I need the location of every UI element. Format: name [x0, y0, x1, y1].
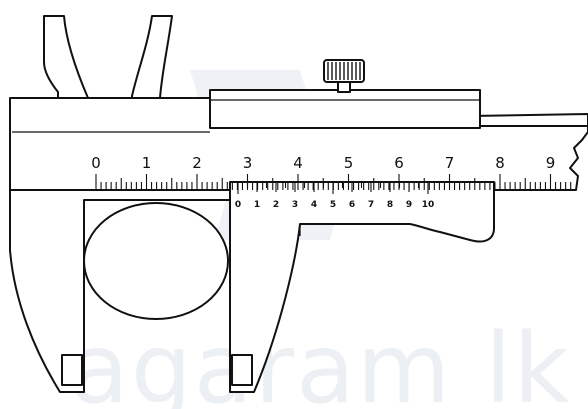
watermark-text: agaram lk	[70, 313, 571, 409]
vernier-scale-label: 6	[349, 200, 355, 210]
main-scale-label: 1	[142, 154, 152, 172]
vernier-scale-label: 4	[311, 200, 317, 210]
main-scale-labels: 0 1 2 3 4 5 6 7 8 9	[91, 154, 555, 172]
main-scale-label: 2	[192, 154, 202, 172]
thumb-screw	[323, 59, 365, 93]
vernier-scale-label: 3	[292, 200, 298, 210]
vernier-scale-label: 2	[273, 200, 279, 210]
vernier-scale	[237, 182, 429, 194]
vernier-scale-label: 0	[235, 200, 241, 210]
main-scale-label: 9	[546, 154, 556, 172]
main-scale-label: 3	[243, 154, 253, 172]
main-scale-label: 6	[394, 154, 404, 172]
vernier-scale-label: 10	[422, 200, 435, 210]
vernier-scale-label: 9	[406, 200, 412, 210]
vernier-scale-label: 8	[387, 200, 393, 210]
main-scale-label: 7	[445, 154, 455, 172]
sliding-frame	[209, 89, 481, 129]
vernier-scale-label: 1	[254, 200, 260, 210]
main-scale-label: 5	[344, 154, 354, 172]
vernier-scale-labels: 0 1 2 3 4 5 6 7 8 9 10	[235, 200, 434, 210]
lower-fixed-jaw	[9, 189, 231, 393]
vernier-scale-label: 7	[368, 200, 374, 210]
vernier-scale-label: 5	[330, 200, 336, 210]
main-scale-label: 8	[495, 154, 505, 172]
lower-sliding-jaw	[229, 181, 495, 393]
ellipse-object	[83, 202, 229, 320]
main-scale-label: 4	[293, 154, 303, 172]
main-scale-label: 0	[91, 154, 101, 172]
